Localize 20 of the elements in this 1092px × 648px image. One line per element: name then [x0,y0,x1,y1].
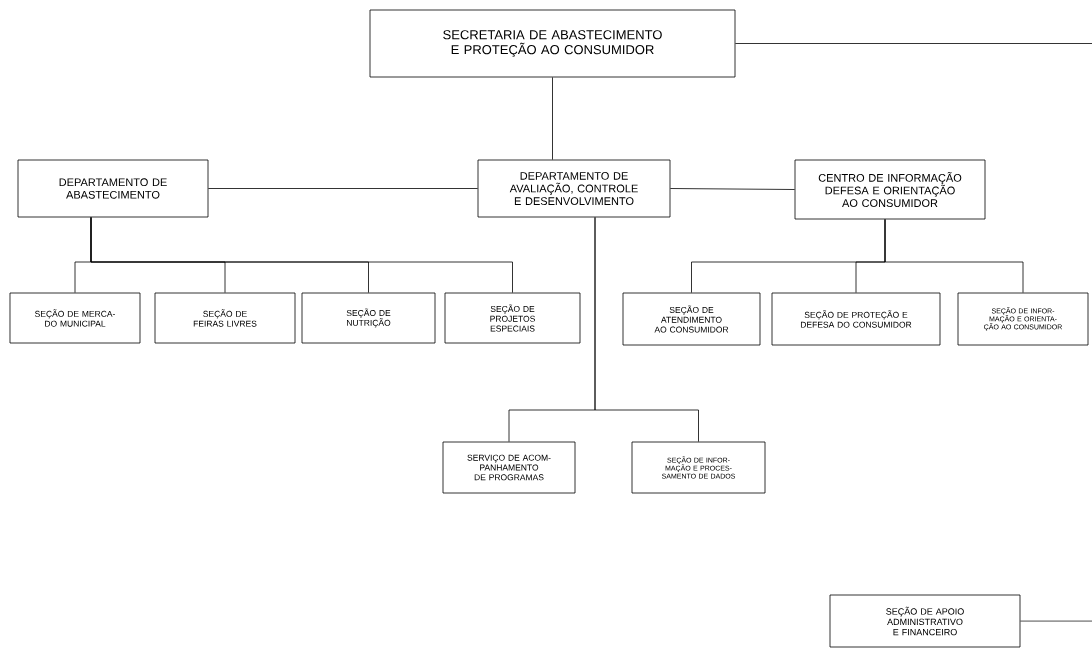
org-box: SEÇÃO DE FEIRAS LIVRES [154,292,296,344]
org-box: DEPARTAMENTO DE ABASTECIMENTO [17,159,209,218]
connector-line [670,188,795,190]
connector-line [594,217,699,442]
connector-line [884,219,1024,293]
org-box: SERVIÇO DE ACOM-PANHAMENTO DE PROGRAMAS [442,441,576,494]
connector-line [208,188,478,189]
org-box: SEÇÃO DE NUTRIÇÃO [301,292,436,344]
org-box: SECRETARIA DE ABASTECIMENTO E PROTEÇÃO AO CONSUMIDOR [369,9,736,78]
org-box: SEÇÃO DE ATENDIMENTO AO CONSUMIDOR [622,292,761,346]
connector-line [552,77,553,160]
org-box: CENTRO DE INFORMAÇÃO DEFESA E ORIENTAÇÃO AO CONSUMIDOR [794,159,986,220]
connector-line [90,217,513,293]
org-box: SEÇÃO DE PROTEÇÃO E DEFESA DO CONSUMIDOR [771,292,941,346]
org-box: DEPARTAMENTO DE AVALIAÇÃO, CONTROLE E DESENVOLVIMENTO [477,159,671,218]
connector-line [1020,620,1092,622]
org-box: SEÇÃO DE PROJETOS ESPECIAIS [444,292,581,344]
connector-line [735,43,1092,44]
org-box: SEÇÃO DE APOIO ADMINISTRATIVO E FINANCEIRO [829,594,1021,648]
org-box: SEÇÃO DE MERCA-DO MUNICIPAL [9,292,141,344]
